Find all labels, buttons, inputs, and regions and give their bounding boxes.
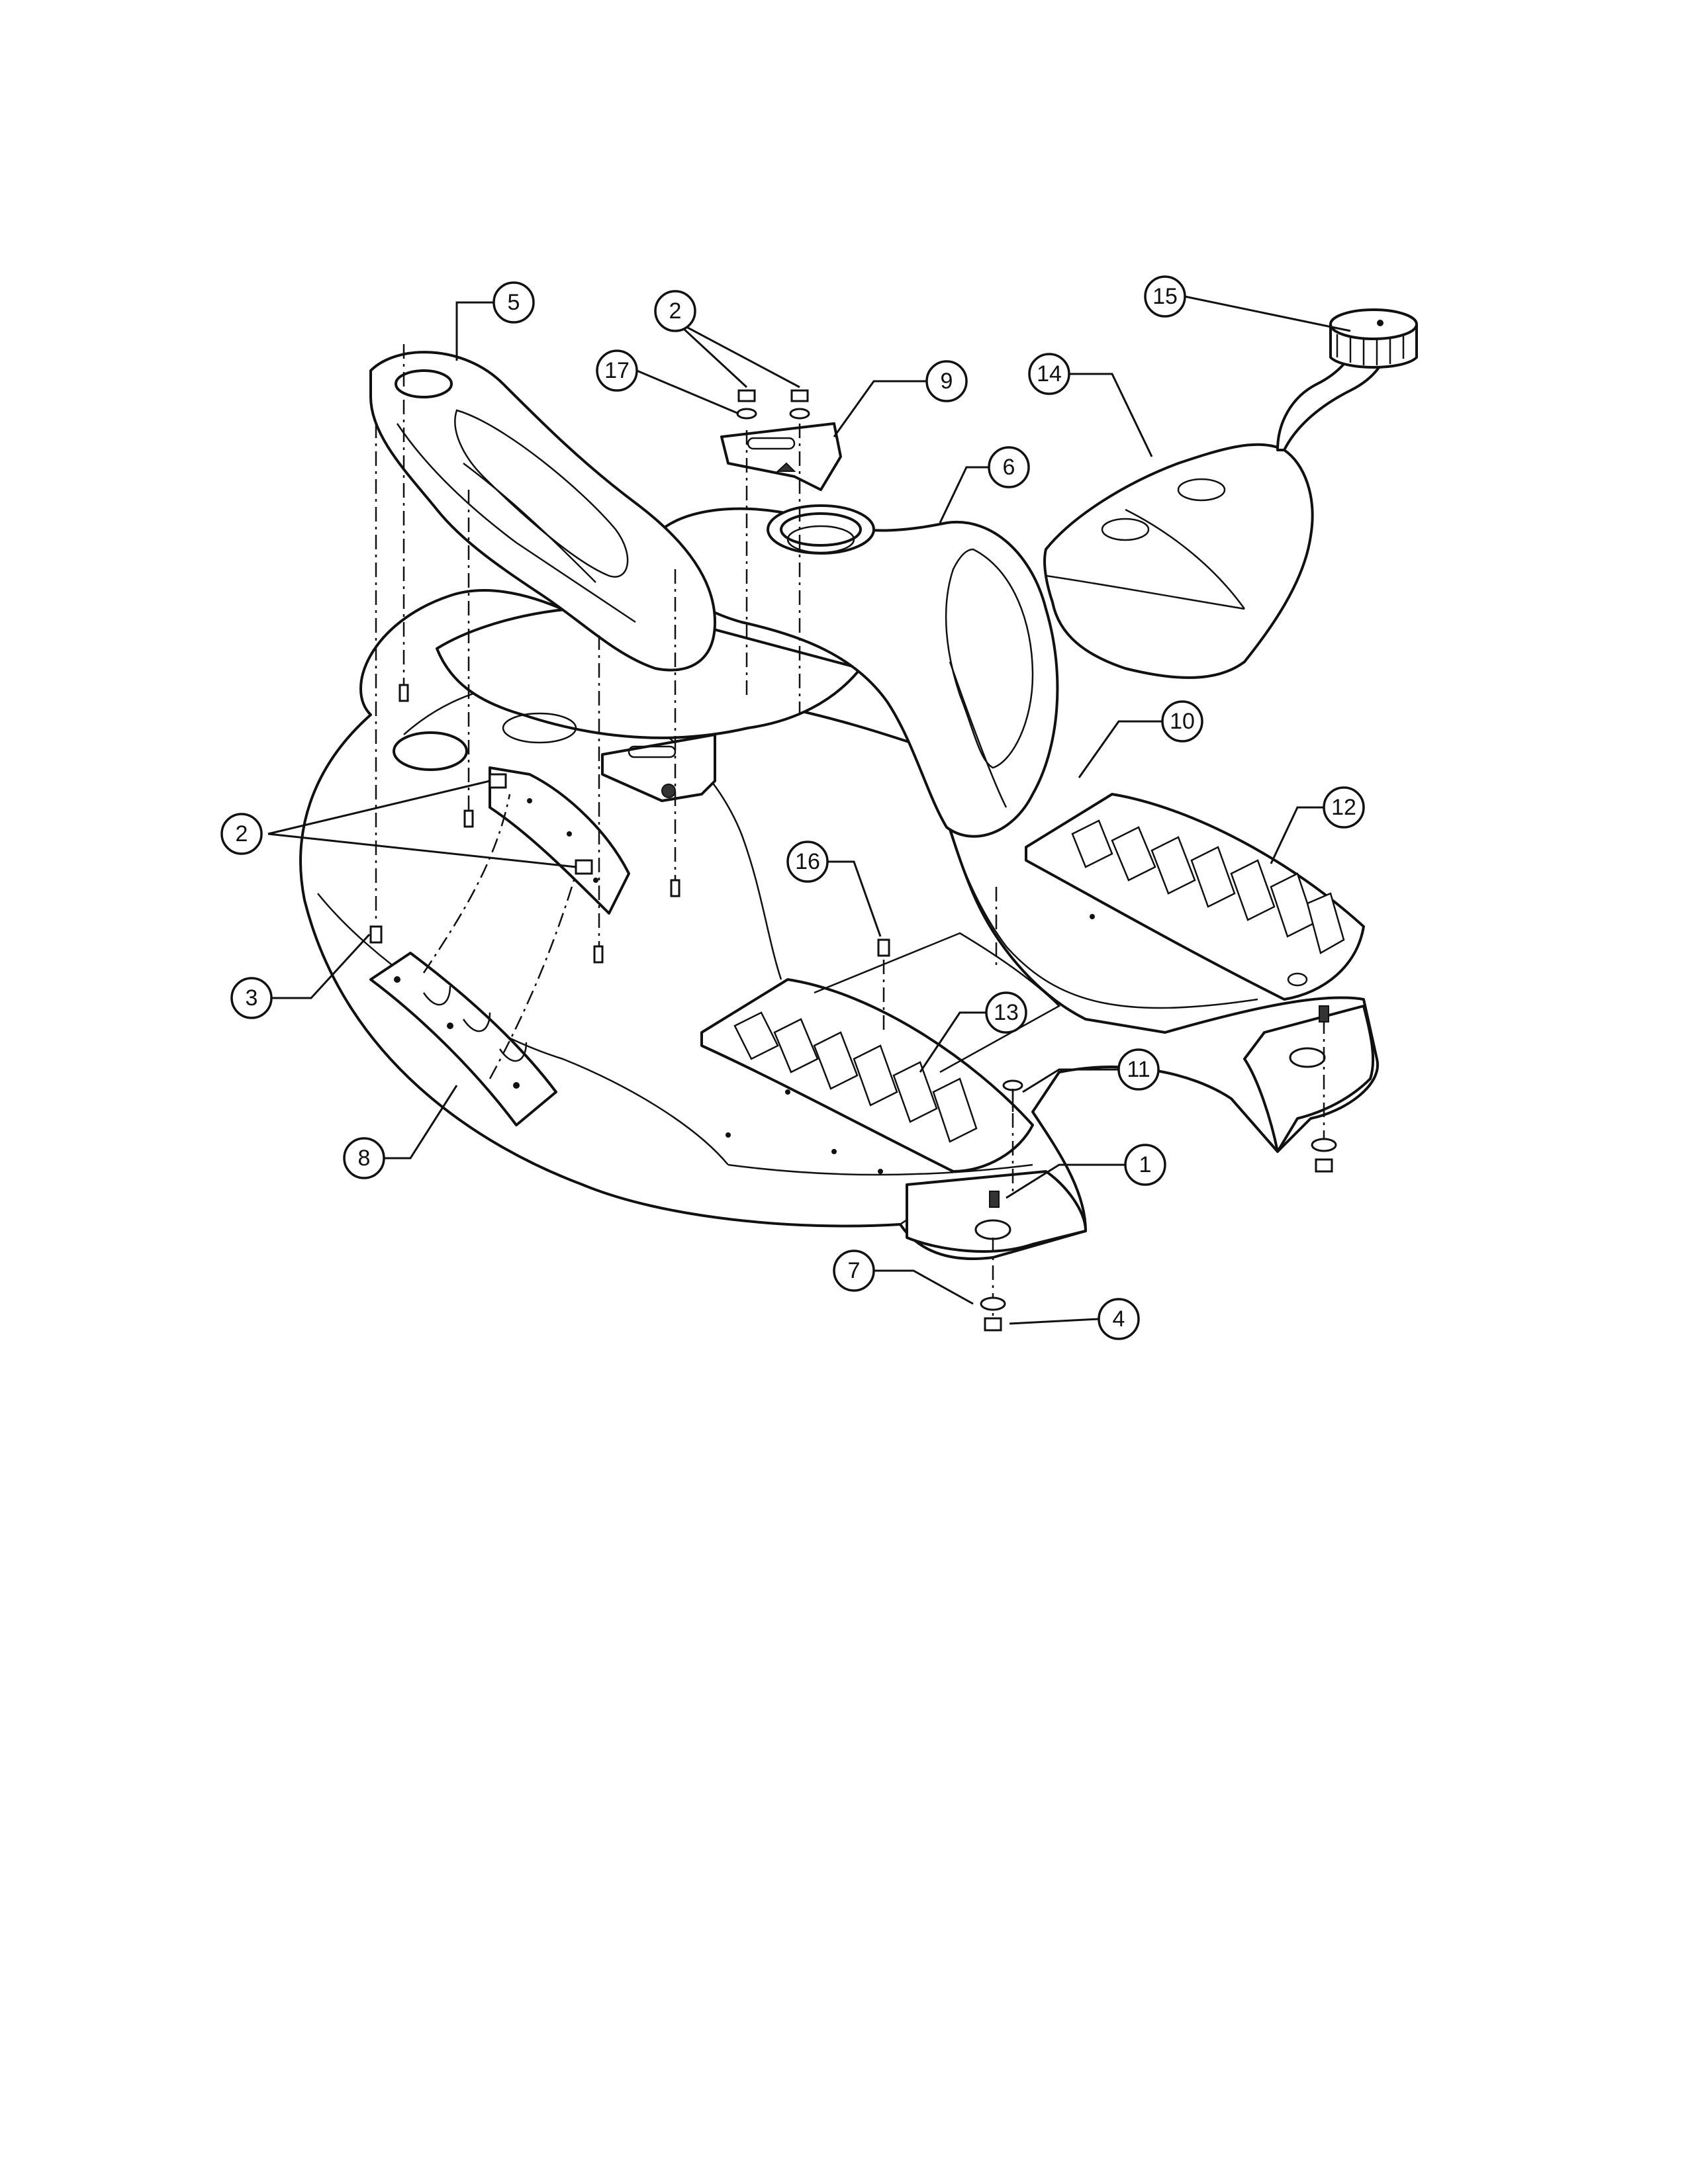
callout-6: 6: [988, 446, 1030, 488]
bracket-lower: [601, 733, 716, 802]
svg-text:2: 2: [236, 821, 248, 846]
hardware: [369, 389, 1337, 1332]
pin: [399, 684, 680, 964]
svg-text:17: 17: [604, 358, 630, 383]
callout-2-side: 2: [220, 813, 263, 855]
bolt: [369, 925, 383, 944]
dash-console: [659, 504, 1059, 838]
callout-14: 14: [1028, 353, 1070, 395]
callout-11: 11: [1117, 1048, 1160, 1091]
svg-text:7: 7: [848, 1258, 861, 1283]
carriage-bolt: [1002, 1079, 1023, 1112]
svg-text:1: 1: [1139, 1152, 1152, 1177]
fuel-tank: [1043, 323, 1391, 679]
svg-text:14: 14: [1037, 361, 1062, 387]
callout-8: 8: [343, 1137, 385, 1179]
callout-16: 16: [786, 841, 829, 883]
assembly-lines: [375, 344, 1325, 1317]
side-plate: [489, 766, 630, 915]
callout-9: 9: [925, 360, 968, 402]
fuel-cap: [1329, 308, 1418, 369]
svg-text:9: 9: [941, 369, 953, 394]
hex-nut: [489, 773, 593, 875]
callout-7: 7: [833, 1250, 875, 1292]
svg-text:4: 4: [1113, 1306, 1125, 1332]
callout-4: 4: [1098, 1298, 1140, 1340]
callout-3: 3: [230, 977, 273, 1019]
svg-text:16: 16: [795, 849, 820, 874]
callouts: 1 2 2 3 4 5 6 7: [220, 275, 1365, 1340]
callout-15: 15: [1144, 275, 1186, 318]
svg-text:10: 10: [1170, 709, 1195, 734]
washer: [980, 1138, 1337, 1311]
hex-bolt: [737, 389, 809, 402]
footrest-mat-right: [1025, 793, 1365, 1001]
callout-1: 1: [1124, 1144, 1166, 1186]
hex-nut: [984, 1158, 1333, 1332]
svg-text:8: 8: [358, 1146, 371, 1171]
washer: [736, 408, 810, 420]
callout-5: 5: [492, 281, 535, 324]
svg-text:12: 12: [1331, 795, 1356, 820]
svg-text:5: 5: [508, 290, 520, 315]
svg-text:13: 13: [994, 1000, 1019, 1025]
bolt: [877, 938, 890, 957]
callout-17: 17: [596, 349, 638, 392]
svg-text:15: 15: [1152, 284, 1178, 309]
svg-text:3: 3: [246, 985, 258, 1011]
svg-text:11: 11: [1127, 1057, 1150, 1082]
callout-12: 12: [1323, 786, 1365, 829]
bolt: [989, 1005, 1329, 1208]
wrench-plate: [369, 952, 557, 1126]
bracket-upper: [720, 422, 842, 491]
svg-text:6: 6: [1003, 455, 1015, 480]
footrest-mat-left: [700, 932, 1061, 1173]
callout-2-top: 2: [654, 290, 696, 332]
svg-text:2: 2: [669, 298, 682, 324]
callout-10: 10: [1161, 700, 1203, 743]
fender-handle: [369, 351, 716, 672]
callout-13: 13: [985, 991, 1027, 1034]
leader-lines: [267, 295, 1351, 1325]
